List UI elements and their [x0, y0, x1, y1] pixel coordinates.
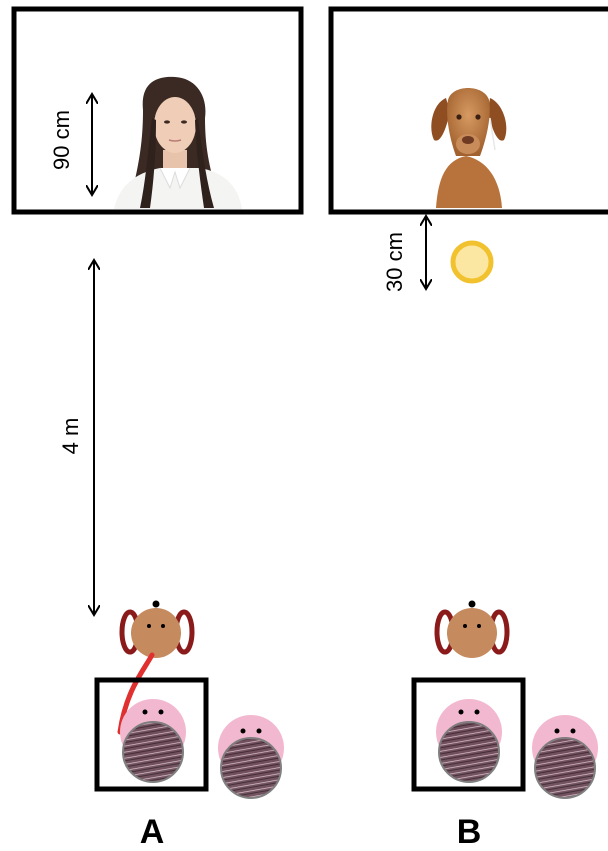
owner-box-b — [411, 677, 526, 792]
dog-top-view-a — [119, 600, 195, 658]
owner-a — [120, 699, 186, 783]
target-distance-label: 30 cm — [382, 232, 407, 292]
experimenter-a — [218, 715, 284, 799]
experimenter-b — [532, 715, 598, 799]
screen-b — [328, 6, 608, 215]
target-marker — [450, 240, 494, 284]
panel-label-b: B — [457, 813, 482, 851]
viewing-distance-label: 4 m — [58, 418, 83, 455]
leash — [117, 652, 155, 735]
owner-b — [436, 699, 502, 783]
dog-photo — [431, 88, 507, 208]
panel-label-a: A — [140, 813, 165, 851]
owner-box-a — [94, 677, 209, 792]
screen-a: 90 cm — [11, 6, 304, 215]
dog-top-view-b — [434, 600, 510, 658]
screen-height-label: 90 cm — [49, 110, 74, 170]
woman-photo — [114, 76, 242, 209]
